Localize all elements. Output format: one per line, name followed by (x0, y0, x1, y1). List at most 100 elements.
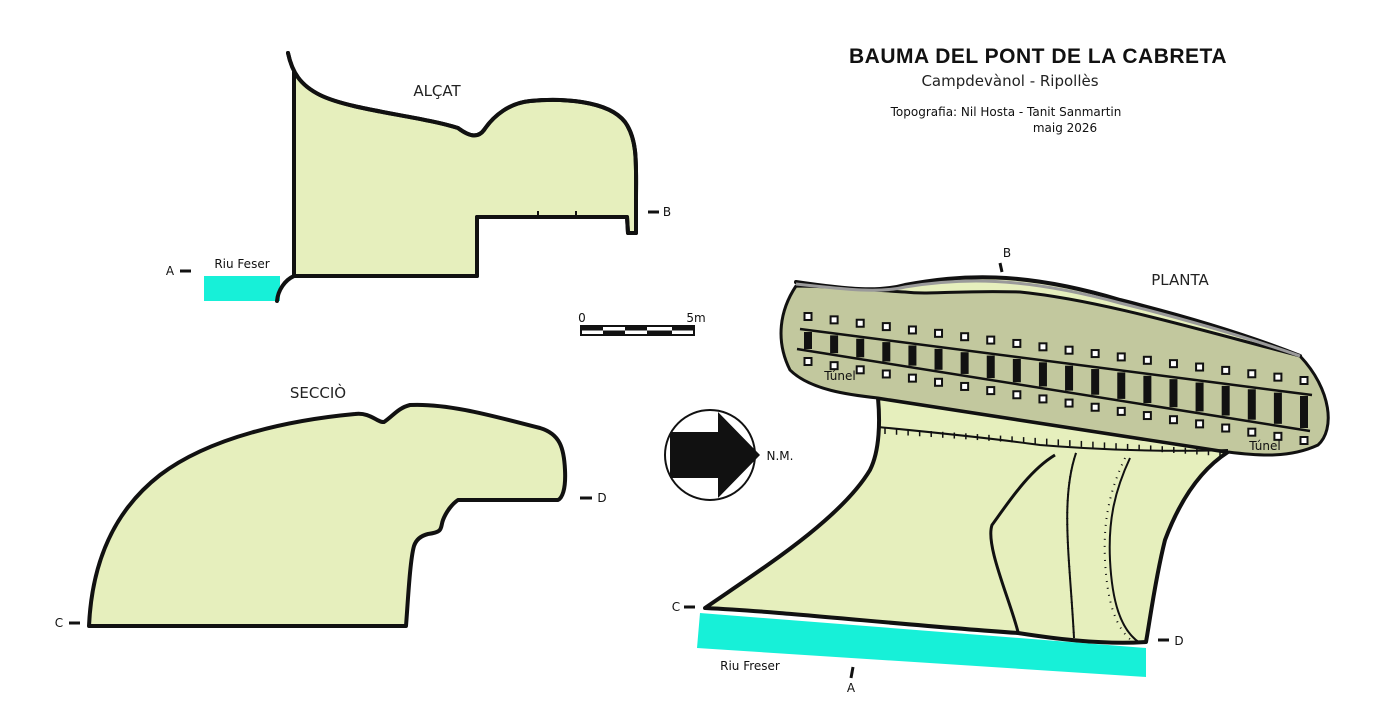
marker-d-section: D (597, 491, 606, 505)
rail-sleeper (856, 338, 865, 358)
plan-view: Túnel Túnel PLANTA Riu Freser B C D A (672, 246, 1330, 695)
rail-sleeper (830, 335, 839, 354)
rail-sleeper (986, 355, 995, 379)
rail-clip (1168, 359, 1178, 369)
rail-clip (986, 335, 996, 345)
marker-a-plan-tick (849, 666, 855, 679)
rail-clip (1273, 372, 1283, 382)
rail-clip (1064, 345, 1074, 355)
rail-sleeper (1247, 389, 1256, 420)
marker-d-plan: D (1174, 634, 1183, 648)
rail-clip (855, 318, 865, 328)
rail-sleeper (1169, 379, 1178, 408)
river-label-plan: Riu Freser (720, 659, 780, 673)
plan-tunnel-edge (795, 279, 1301, 358)
section-label: SECCIÒ (290, 383, 346, 402)
rail-clip (1090, 349, 1100, 359)
rail-sleeper (882, 342, 891, 362)
marker-a-elevation: A (166, 264, 175, 278)
rail-sleeper (1221, 385, 1230, 416)
rail-clip (803, 312, 813, 321)
scale-segment (672, 326, 694, 331)
rail-clip (1090, 402, 1100, 412)
elevation-view: ALÇAT Riu Feser A B (166, 51, 671, 303)
marker-a-plan: A (847, 681, 856, 695)
rail-clip (1195, 419, 1205, 429)
rail-sleeper (1038, 362, 1047, 387)
rail-clip (1142, 411, 1152, 421)
elevation-fill (286, 51, 639, 278)
rail-sleeper (1300, 396, 1308, 428)
plan-floor-outline (703, 396, 1230, 645)
rail-sleeper (1012, 358, 1021, 383)
rail-sleeper (960, 352, 969, 374)
rail-clip (907, 325, 917, 335)
tunnel-label-right: Túnel (1248, 439, 1280, 453)
marker-b-elevation: B (663, 205, 671, 219)
rail-clip (803, 357, 813, 366)
rail-sleepers (803, 312, 1309, 445)
rail-clip (1221, 423, 1231, 433)
date-line: maig 2026 (1033, 121, 1097, 135)
rail-sleeper (1117, 372, 1126, 399)
page-title: BAUMA DEL PONT DE LA CABRETA (849, 45, 1227, 68)
rail-sleeper (804, 332, 812, 349)
marker-c-section: C (55, 616, 63, 630)
rail-top (799, 327, 1313, 397)
rail-clip (960, 381, 970, 391)
rail-clip (1273, 431, 1283, 441)
plan-drip-hatch (884, 428, 1221, 456)
rail-clip (1221, 365, 1231, 375)
rail-clip (1116, 406, 1126, 416)
elevation-label: ALÇAT (413, 82, 461, 100)
section-outline (87, 402, 568, 628)
rail-clip (960, 332, 970, 342)
scale-end-label: 5m (686, 311, 705, 325)
tunnel-label-left: Túnel (823, 369, 855, 383)
elevation-outline (275, 51, 639, 303)
scale-segment (603, 330, 625, 335)
rail-bottom (796, 347, 1311, 433)
marker-b-plan-tick (998, 262, 1004, 273)
river-elevation (204, 276, 280, 301)
marker-c-plan: C (672, 600, 680, 614)
river-label-elevation: Riu Feser (214, 257, 269, 271)
plan-label: PLANTA (1151, 271, 1209, 289)
scale-start-label: 0 (578, 311, 586, 325)
rail-clip (1038, 394, 1048, 404)
plan-channel-left (989, 453, 1056, 633)
rail-sleeper (1143, 375, 1152, 404)
rail-clip (986, 386, 996, 396)
rail-clip (1299, 436, 1309, 445)
rail-sleeper (1091, 369, 1100, 395)
north-arrow-icon (670, 412, 760, 498)
scale-bar: 0 5m (578, 311, 706, 336)
north-arrow: N.M. (664, 409, 794, 501)
rail-clip (1012, 390, 1022, 400)
rail-clip (934, 377, 944, 387)
rail-clip (881, 322, 891, 332)
rail-clip (1247, 427, 1257, 437)
rail-clip (1142, 355, 1152, 365)
rail-sleeper (1195, 382, 1204, 412)
rail-sleeper (908, 345, 917, 366)
rail-sleeper (934, 348, 943, 370)
rail-clip (1038, 342, 1048, 352)
credits-line: Topografia: Nil Hosta - Tanit Sanmartin (890, 105, 1122, 119)
north-label: N.M. (767, 449, 794, 463)
rail-clip (934, 328, 944, 338)
plan-channel-right-ticks (1103, 457, 1136, 644)
rail-clip (1247, 369, 1257, 379)
section-view: SECCIÒ C D (55, 383, 607, 630)
rail-sleeper (1065, 365, 1074, 391)
river-plan (697, 613, 1146, 677)
marker-b-plan: B (1003, 246, 1011, 260)
plan-channel-right (1108, 457, 1141, 644)
rail-clip (855, 365, 865, 375)
rail-clip (829, 315, 839, 325)
rail-clip (1299, 376, 1309, 385)
rail-clip (1168, 415, 1178, 425)
rail-clip (1012, 338, 1022, 348)
rail-clip (829, 361, 839, 371)
